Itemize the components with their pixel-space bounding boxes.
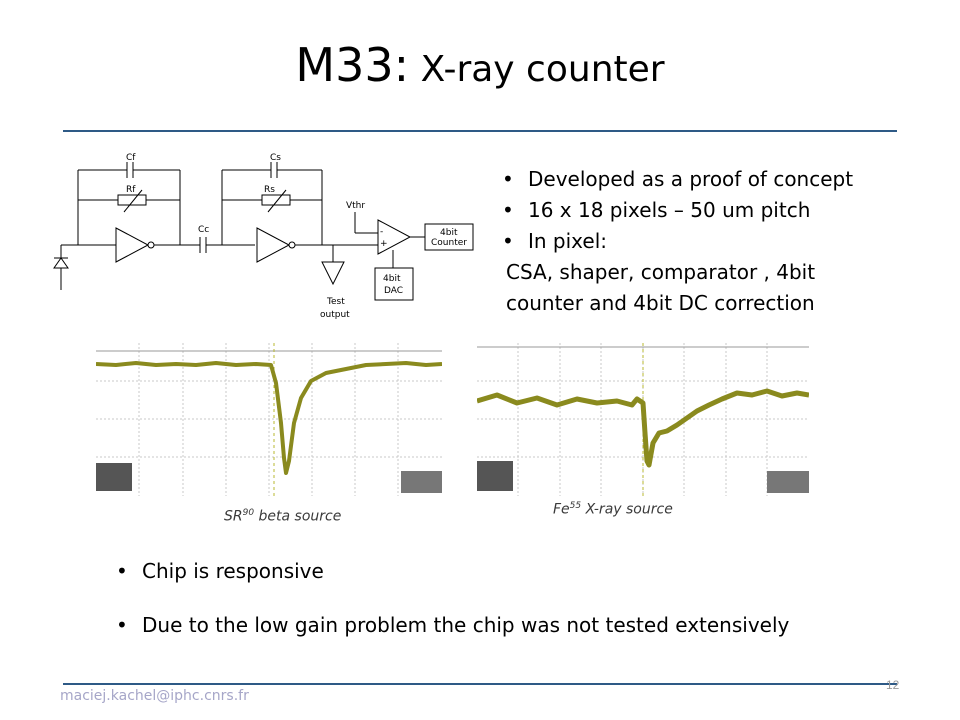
list-item: •16 x 18 pixels – 50 um pitch	[494, 195, 934, 226]
footer-email: maciej.kachel@iphc.cnrs.fr	[60, 688, 249, 704]
cf-label: Cf	[126, 153, 136, 163]
test-output-label-2: output	[320, 310, 350, 320]
bullet-icon: •	[116, 559, 128, 583]
bottom-bullet-list: •Chip is responsive •Due to the low gain…	[108, 556, 928, 641]
rf-label: Rf	[126, 185, 136, 195]
list-item: •Due to the low gain problem the chip wa…	[108, 610, 928, 641]
comparator-minus: -	[380, 227, 383, 237]
caption-sr90: SR90 beta source	[224, 508, 342, 525]
dac-label-2: DAC	[384, 286, 403, 296]
comparator-plus: +	[380, 239, 388, 249]
bullet-icon: •	[502, 198, 514, 222]
list-item: •Chip is responsive	[108, 556, 928, 587]
vthr-label: Vthr	[346, 201, 365, 211]
cc-label: Cc	[198, 225, 209, 235]
bullet-icon: •	[116, 613, 128, 637]
caption-fe55: Fe55 X-ray source	[553, 501, 673, 518]
title-rule	[63, 130, 897, 132]
cs-label: Cs	[270, 153, 281, 163]
oscilloscope-trace-fe55	[477, 343, 809, 496]
continuation-line-1: CSA, shaper, comparator , 4bit	[506, 260, 816, 284]
test-output-label-1: Test	[326, 297, 345, 307]
bullet-icon: •	[502, 167, 514, 191]
top-bullet-list: •Developed as a proof of concept •16 x 1…	[494, 164, 934, 319]
dac-label-1: 4bit	[383, 274, 401, 284]
page-number: 12	[886, 678, 900, 692]
rs-label: Rs	[264, 185, 275, 195]
counter-label-2: Counter	[431, 238, 467, 248]
oscilloscope-trace-sr90	[96, 343, 442, 496]
title-rest: X-ray counter	[409, 49, 665, 90]
list-item: •Developed as a proof of concept	[494, 164, 934, 195]
slide-title: M33: X-ray counter	[0, 38, 960, 92]
circuit-schematic: Cf Rf Cc Cs Rs Vthr - + 4bit Counter 4bi…	[53, 153, 474, 320]
counter-label-1: 4bit	[440, 228, 458, 238]
list-item: •In pixel:	[494, 226, 934, 257]
bullet-icon: •	[502, 229, 514, 253]
continuation-line-2: counter and 4bit DC correction	[506, 291, 815, 315]
footer-rule	[63, 683, 897, 685]
title-prefix: M33:	[295, 38, 410, 92]
